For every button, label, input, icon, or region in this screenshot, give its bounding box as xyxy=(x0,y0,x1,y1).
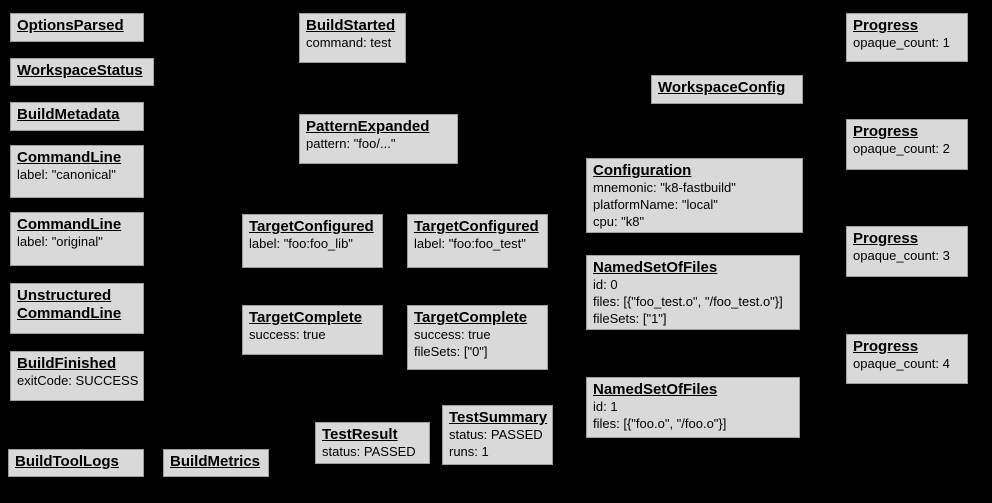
node-field: id: 0 xyxy=(593,277,618,293)
node-field: success: true xyxy=(249,327,326,343)
node-title: BuildFinished xyxy=(17,355,117,372)
node-title: OptionsParsed xyxy=(17,17,124,34)
node-build-metrics: BuildMetrics xyxy=(163,449,269,477)
node-test-result: TestResult status: PASSED xyxy=(315,422,430,464)
node-workspace-config: WorkspaceConfig xyxy=(651,75,803,104)
node-field: success: true xyxy=(414,327,491,343)
node-title: TargetConfigured xyxy=(414,218,539,235)
node-command-line-original: CommandLine label: "original" xyxy=(10,212,144,266)
node-title: Progress xyxy=(853,230,919,247)
node-field: status: PASSED xyxy=(322,444,416,460)
node-field: mnemonic: "k8-fastbuild" xyxy=(593,180,736,196)
node-field: cpu: "k8" xyxy=(593,213,645,229)
node-progress-1: Progress opaque_count: 1 xyxy=(846,13,968,62)
node-field: platformName: "local" xyxy=(593,196,718,212)
node-progress-2: Progress opaque_count: 2 xyxy=(846,119,968,170)
node-field: files: [{"foo.o", "/foo.o"}] xyxy=(593,415,727,431)
node-title: TargetComplete xyxy=(249,309,363,326)
node-field: opaque_count: 3 xyxy=(853,248,950,264)
node-field: id: 1 xyxy=(593,399,618,415)
node-title: WorkspaceStatus xyxy=(17,62,143,79)
node-target-complete-foo-lib: TargetComplete success: true xyxy=(242,305,383,355)
node-progress-4: Progress opaque_count: 4 xyxy=(846,334,968,384)
node-field: label: "foo:foo_lib" xyxy=(249,236,353,252)
node-field: opaque_count: 4 xyxy=(853,356,950,372)
node-field: exitCode: SUCCESS xyxy=(17,373,139,389)
node-named-set-of-files-0: NamedSetOfFiles id: 0 files: [{"foo_test… xyxy=(586,255,800,330)
node-title: PatternExpanded xyxy=(306,118,430,135)
node-title: Progress xyxy=(853,17,919,34)
node-build-finished: BuildFinished exitCode: SUCCESS xyxy=(10,351,144,401)
node-build-started: BuildStarted command: test xyxy=(299,13,406,63)
node-title: NamedSetOfFiles xyxy=(593,259,718,276)
node-field: files: [{"foo_test.o", "/foo_test.o"}] xyxy=(593,293,783,309)
node-title: TestResult xyxy=(322,426,398,443)
node-named-set-of-files-1: NamedSetOfFiles id: 1 files: [{"foo.o", … xyxy=(586,377,800,438)
node-field: fileSets: ["0"] xyxy=(414,343,488,359)
node-field: label: "foo:foo_test" xyxy=(414,236,526,252)
node-field: pattern: "foo/..." xyxy=(306,136,396,152)
node-field: runs: 1 xyxy=(449,443,489,459)
node-field: label: "original" xyxy=(17,234,103,250)
node-title: TargetConfigured xyxy=(249,218,374,235)
node-target-complete-foo-test: TargetComplete success: true fileSets: [… xyxy=(407,305,548,370)
node-title: TestSummary xyxy=(449,409,548,426)
node-pattern-expanded: PatternExpanded pattern: "foo/..." xyxy=(299,114,458,164)
node-title: CommandLine xyxy=(17,216,122,233)
node-title: BuildStarted xyxy=(306,17,396,34)
node-title: TargetComplete xyxy=(414,309,528,326)
node-field: fileSets: ["1"] xyxy=(593,310,667,326)
node-title: Unstructured CommandLine xyxy=(17,287,122,323)
node-target-configured-foo-lib: TargetConfigured label: "foo:foo_lib" xyxy=(242,214,383,268)
node-field: opaque_count: 1 xyxy=(853,35,950,51)
node-command-line-canonical: CommandLine label: "canonical" xyxy=(10,145,144,198)
node-title: WorkspaceConfig xyxy=(658,79,786,96)
node-build-metadata: BuildMetadata xyxy=(10,102,144,131)
node-title: BuildMetadata xyxy=(17,106,120,123)
node-title: CommandLine xyxy=(17,149,122,166)
node-title: NamedSetOfFiles xyxy=(593,381,718,398)
node-target-configured-foo-test: TargetConfigured label: "foo:foo_test" xyxy=(407,214,548,268)
node-unstructured-command-line: Unstructured CommandLine xyxy=(10,283,144,334)
node-test-summary: TestSummary status: PASSED runs: 1 xyxy=(442,405,553,465)
node-title: Progress xyxy=(853,123,919,140)
node-title: BuildMetrics xyxy=(170,453,261,470)
node-field: opaque_count: 2 xyxy=(853,141,950,157)
node-configuration: Configuration mnemonic: "k8-fastbuild" p… xyxy=(586,158,803,233)
node-workspace-status: WorkspaceStatus xyxy=(10,58,154,86)
node-title: BuildToolLogs xyxy=(15,453,119,470)
node-field: command: test xyxy=(306,35,392,51)
node-build-tool-logs: BuildToolLogs xyxy=(8,449,144,477)
node-options-parsed: OptionsParsed xyxy=(10,13,144,42)
node-title: Progress xyxy=(853,338,919,355)
node-progress-3: Progress opaque_count: 3 xyxy=(846,226,968,277)
node-field: status: PASSED xyxy=(449,427,543,443)
node-title: Configuration xyxy=(593,162,692,179)
node-field: label: "canonical" xyxy=(17,167,116,183)
